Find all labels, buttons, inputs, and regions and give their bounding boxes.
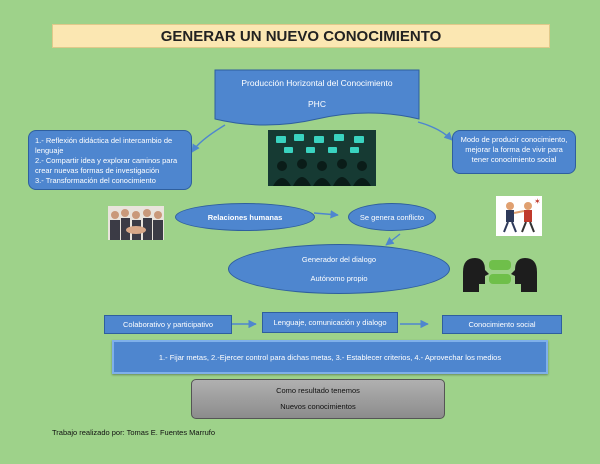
cloud-se-genera-conflicto: Se genera conflicto (348, 203, 436, 231)
phc-banner: Producción Horizontal del Conocimiento P… (214, 78, 420, 110)
box-colaborativo: Colaborativo y participativo (104, 315, 232, 334)
result-line-2: Nuevos conocimientos (280, 402, 356, 411)
dialogue-heads-illustration (459, 252, 541, 294)
team-hands-photo (108, 206, 164, 240)
right-box-line-1: Modo de producir conocimiento, (460, 135, 568, 144)
box-conocimiento-label: Conocimiento social (468, 320, 536, 329)
phc-banner-shape (214, 69, 420, 126)
arrow-phc-to-right (417, 121, 453, 141)
box-lenguaje: Lenguaje, comunicación y dialogo (262, 312, 398, 333)
box-conocimiento-social: Conocimiento social (442, 315, 562, 334)
arrow-relaciones-to-conflicto (313, 210, 339, 219)
phc-banner-title: Producción Horizontal del Conocimiento (241, 78, 393, 88)
cloud-generador-line-1: Generador del dialogo (301, 255, 377, 264)
arrow-conflicto-to-generador (385, 233, 401, 246)
cloud-generador-dialogo: Generador del dialogo Autónomo propio (228, 244, 450, 294)
cloud-relaciones-label: Relaciones humanas (207, 212, 283, 222)
arrow-phc-to-left (191, 124, 226, 153)
cloud-conflicto-label: Se genera conflicto (359, 212, 425, 222)
cloud-relaciones-humanas: Relaciones humanas (175, 203, 315, 231)
box-lenguaje-label: Lenguaje, comunicación y dialogo (273, 318, 387, 327)
cloud-generador-line-2: Autónomo propio (310, 274, 368, 283)
phc-banner-acronym: PHC (308, 99, 326, 109)
left-box-line-1: 1.- Reflexión didáctica del intercambio … (35, 136, 173, 145)
result-line-1: Como resultado tenemos (276, 386, 360, 395)
left-reflection-box: 1.- Reflexión didáctica del intercambio … (28, 130, 192, 190)
author-credit: Trabajo realizado por: Tomas E. Fuentes … (52, 428, 215, 437)
box-colaborativo-label: Colaborativo y participativo (122, 320, 214, 329)
page-title: GENERAR UN NUEVO CONOCIMIENTO (52, 24, 550, 48)
left-box-line-5: 3.- Transformación del conocimiento (35, 176, 156, 185)
steps-bar-text: 1.- Fijar metas, 2.-Ejercer control para… (158, 352, 502, 362)
left-box-line-3: 2.- Compartir idea y explorar caminos pa… (35, 156, 178, 165)
steps-bar: 1.- Fijar metas, 2.-Ejercer control para… (112, 340, 548, 374)
left-box-line-4: crear nuevas formas de investigación (35, 166, 160, 175)
right-box-line-2: mejorar la forma de vivir para (465, 145, 563, 154)
result-box: Como resultado tenemos Nuevos conocimien… (191, 379, 445, 419)
network-people-illustration (268, 130, 376, 186)
right-box-line-3: tener conocimiento social (471, 155, 557, 164)
conflict-illustration: ✶ (496, 196, 542, 236)
right-social-box: Modo de producir conocimiento, mejorar l… (452, 130, 576, 174)
left-box-line-2: lenguaje (35, 146, 64, 155)
svg-text:✶: ✶ (534, 197, 541, 206)
